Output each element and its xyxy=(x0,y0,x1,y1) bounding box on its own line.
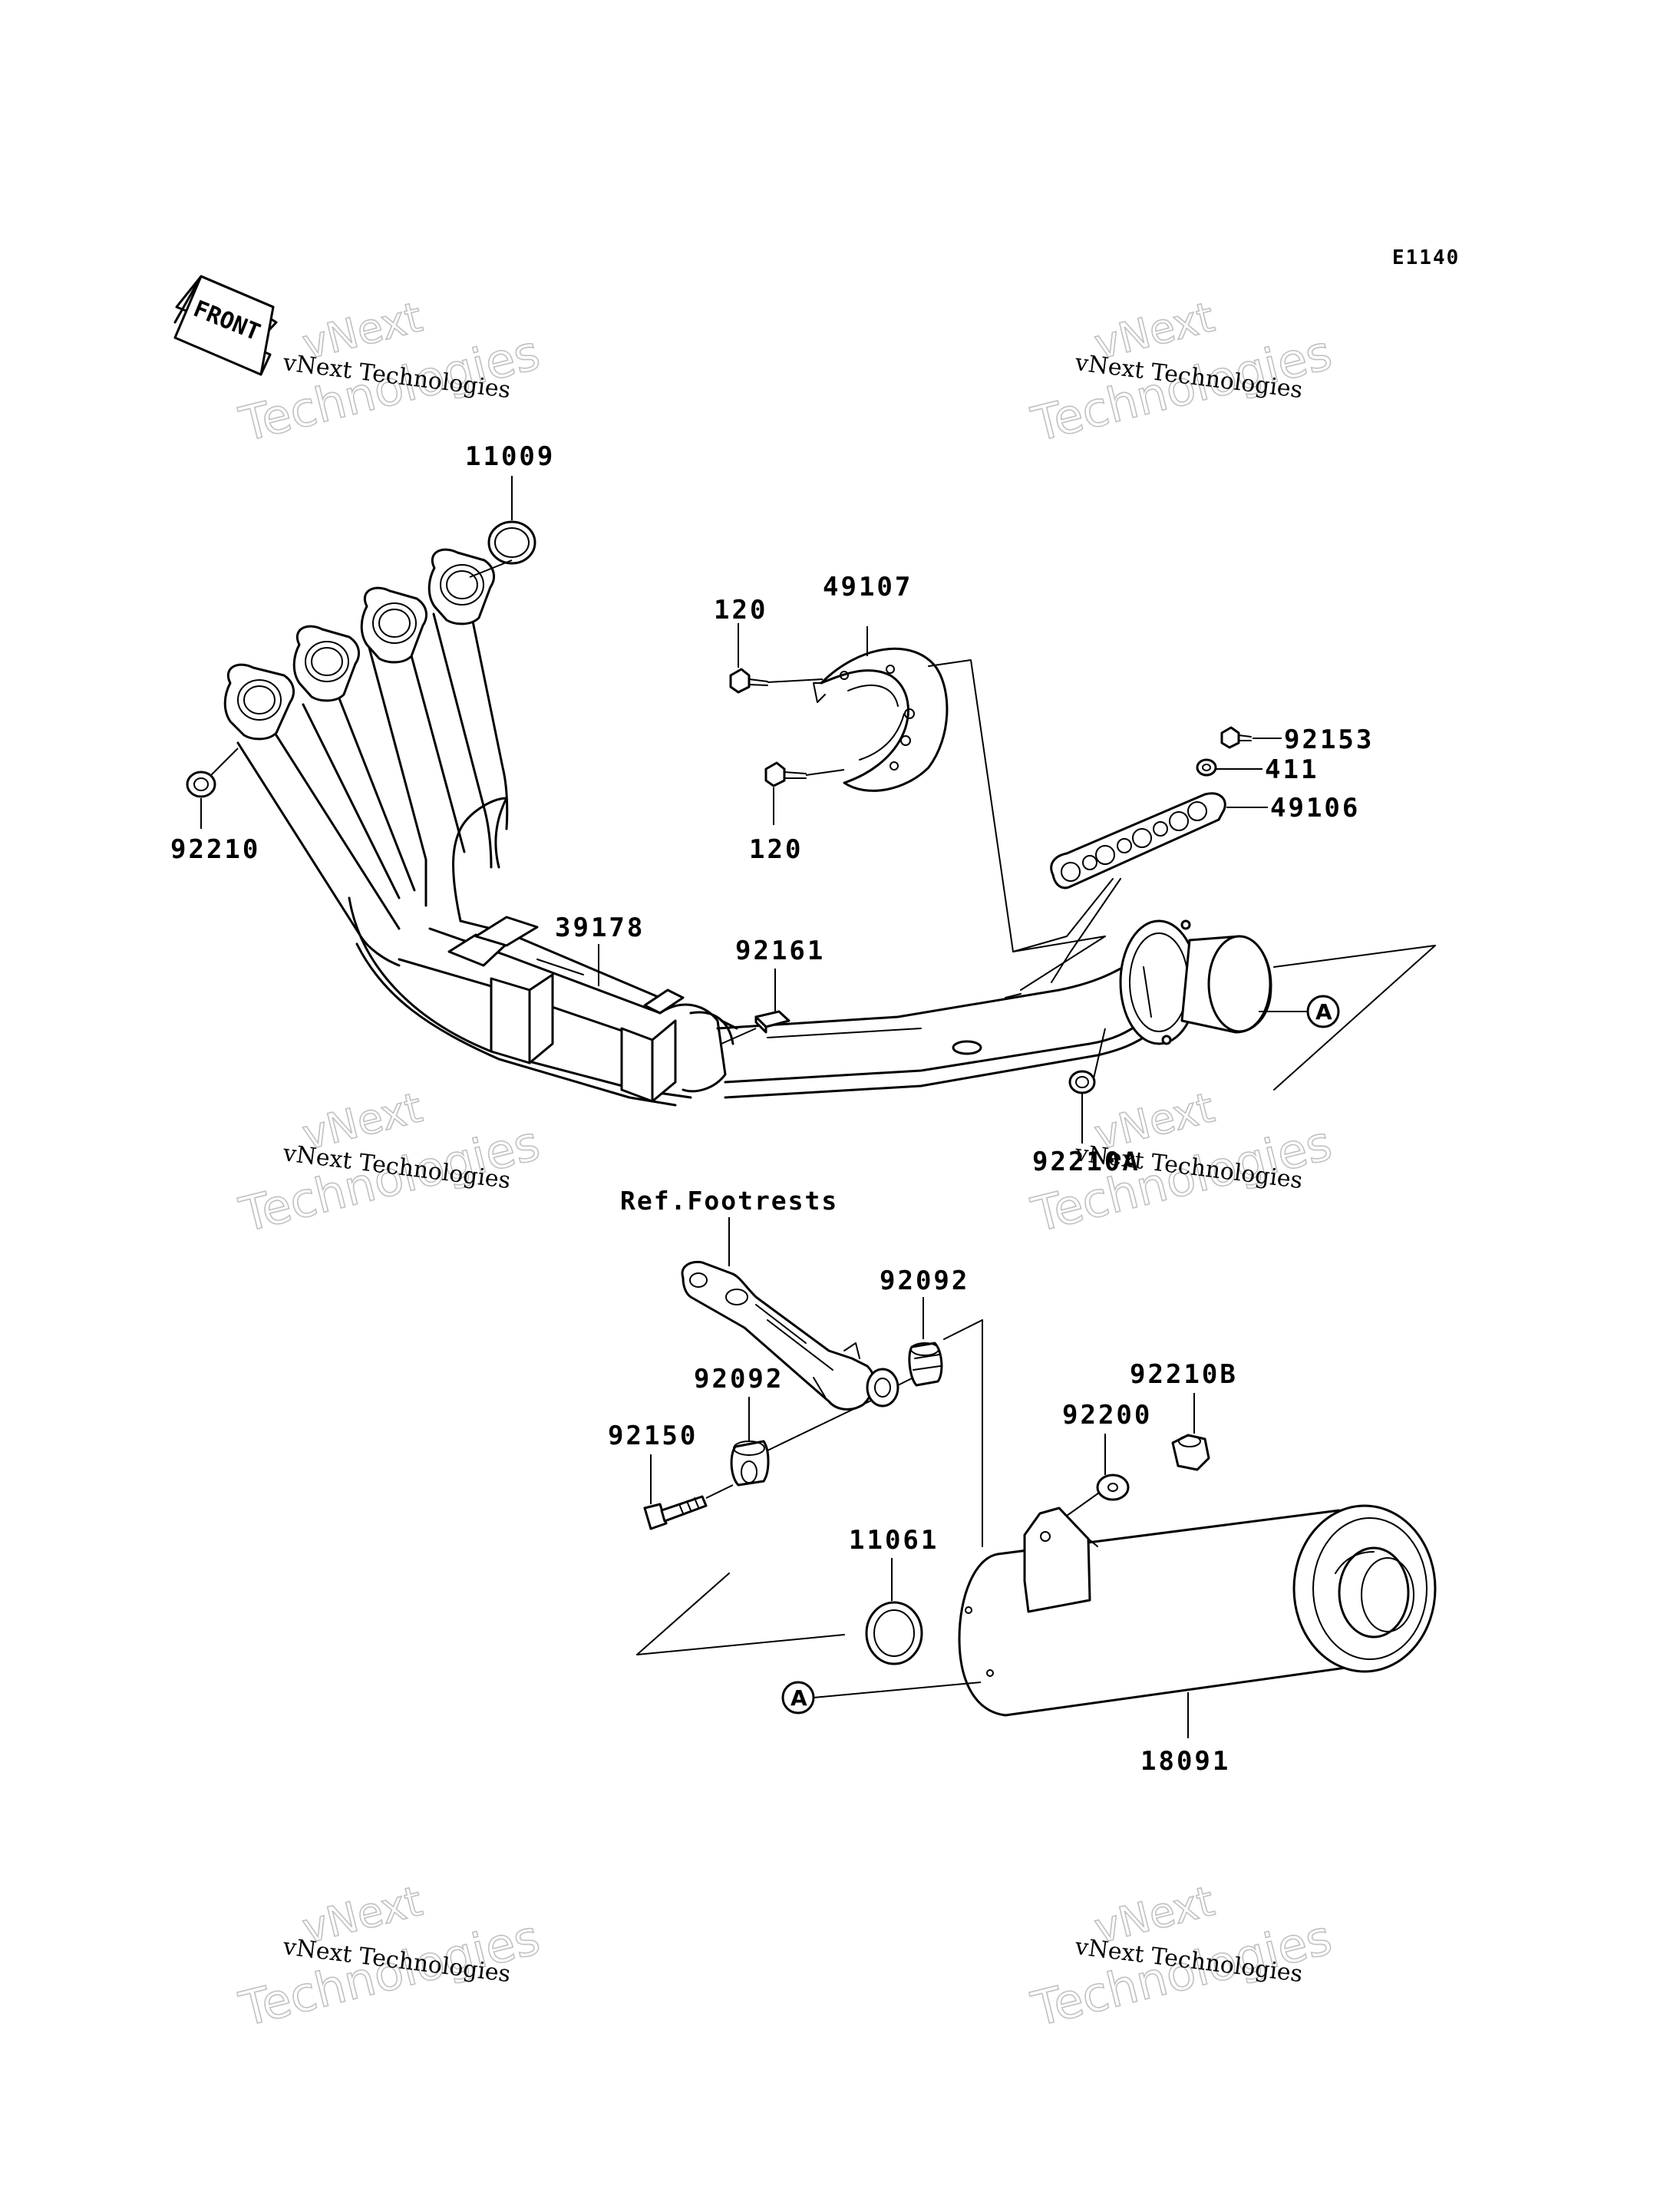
watermark-top-right: vNext Technologies vNext Technologies xyxy=(1025,292,1338,454)
watermark-bottom-right: vNext Technologies vNext Technologies xyxy=(1025,1876,1338,2038)
label-92200: 92200 xyxy=(1062,1400,1152,1431)
label-92092-top: 92092 xyxy=(880,1266,969,1296)
svg-text:A: A xyxy=(790,1685,807,1711)
grommet-92092-bottom xyxy=(730,1440,770,1487)
label-92153: 92153 xyxy=(1284,724,1374,755)
heat-shield-49107 xyxy=(813,647,949,792)
bracket-49106 xyxy=(1050,792,1226,889)
label-92210b: 92210B xyxy=(1130,1359,1238,1390)
label-120-bottom: 120 xyxy=(749,834,803,865)
washer-411 xyxy=(1196,758,1217,777)
label-49106: 49106 xyxy=(1270,793,1360,823)
label-11009: 11009 xyxy=(465,441,555,472)
nut-92210b xyxy=(1171,1434,1210,1471)
washer-92200 xyxy=(1096,1474,1130,1501)
bolt-92150 xyxy=(643,1495,708,1530)
label-ref-footrests: Ref.Footrests xyxy=(620,1186,838,1216)
label-92210: 92210 xyxy=(170,834,260,865)
bolt-92153 xyxy=(1220,726,1252,749)
watermark-bottom-left: vNext Technologies vNext Technologies xyxy=(233,1876,546,2038)
footrest-bracket xyxy=(681,1260,899,1411)
label-92161: 92161 xyxy=(735,936,825,966)
exhaust-port-flanges xyxy=(223,548,495,741)
bolt-120-bottom xyxy=(764,761,807,787)
nut-92210a xyxy=(1068,1070,1096,1094)
nut-92210 xyxy=(186,771,216,798)
diagram-code: E1140 xyxy=(1392,246,1460,269)
exhaust-header-pipes xyxy=(236,605,1272,1107)
label-39178: 39178 xyxy=(555,913,645,943)
label-92210a: 92210A xyxy=(1032,1147,1140,1177)
label-92092-bottom: 92092 xyxy=(694,1364,784,1394)
watermark-top-left: vNext Technologies vNext Technologies xyxy=(233,292,546,454)
label-49107: 49107 xyxy=(823,572,913,602)
label-411: 411 xyxy=(1265,754,1319,785)
gasket-11061 xyxy=(865,1601,923,1665)
front-arrow-icon: FRONT xyxy=(173,275,278,376)
muffler-18091 xyxy=(958,1504,1437,1717)
svg-text:A: A xyxy=(1315,999,1332,1025)
label-120-top: 120 xyxy=(714,595,767,625)
label-sticker-92161 xyxy=(754,1010,790,1034)
label-92150: 92150 xyxy=(608,1421,698,1451)
grommet-92092-top xyxy=(908,1342,943,1387)
label-11061: 11061 xyxy=(849,1525,939,1556)
watermark-mid-left: vNext Technologies vNext Technologies xyxy=(233,1083,546,1244)
bolt-120-top xyxy=(729,668,768,694)
label-18091: 18091 xyxy=(1140,1746,1230,1777)
